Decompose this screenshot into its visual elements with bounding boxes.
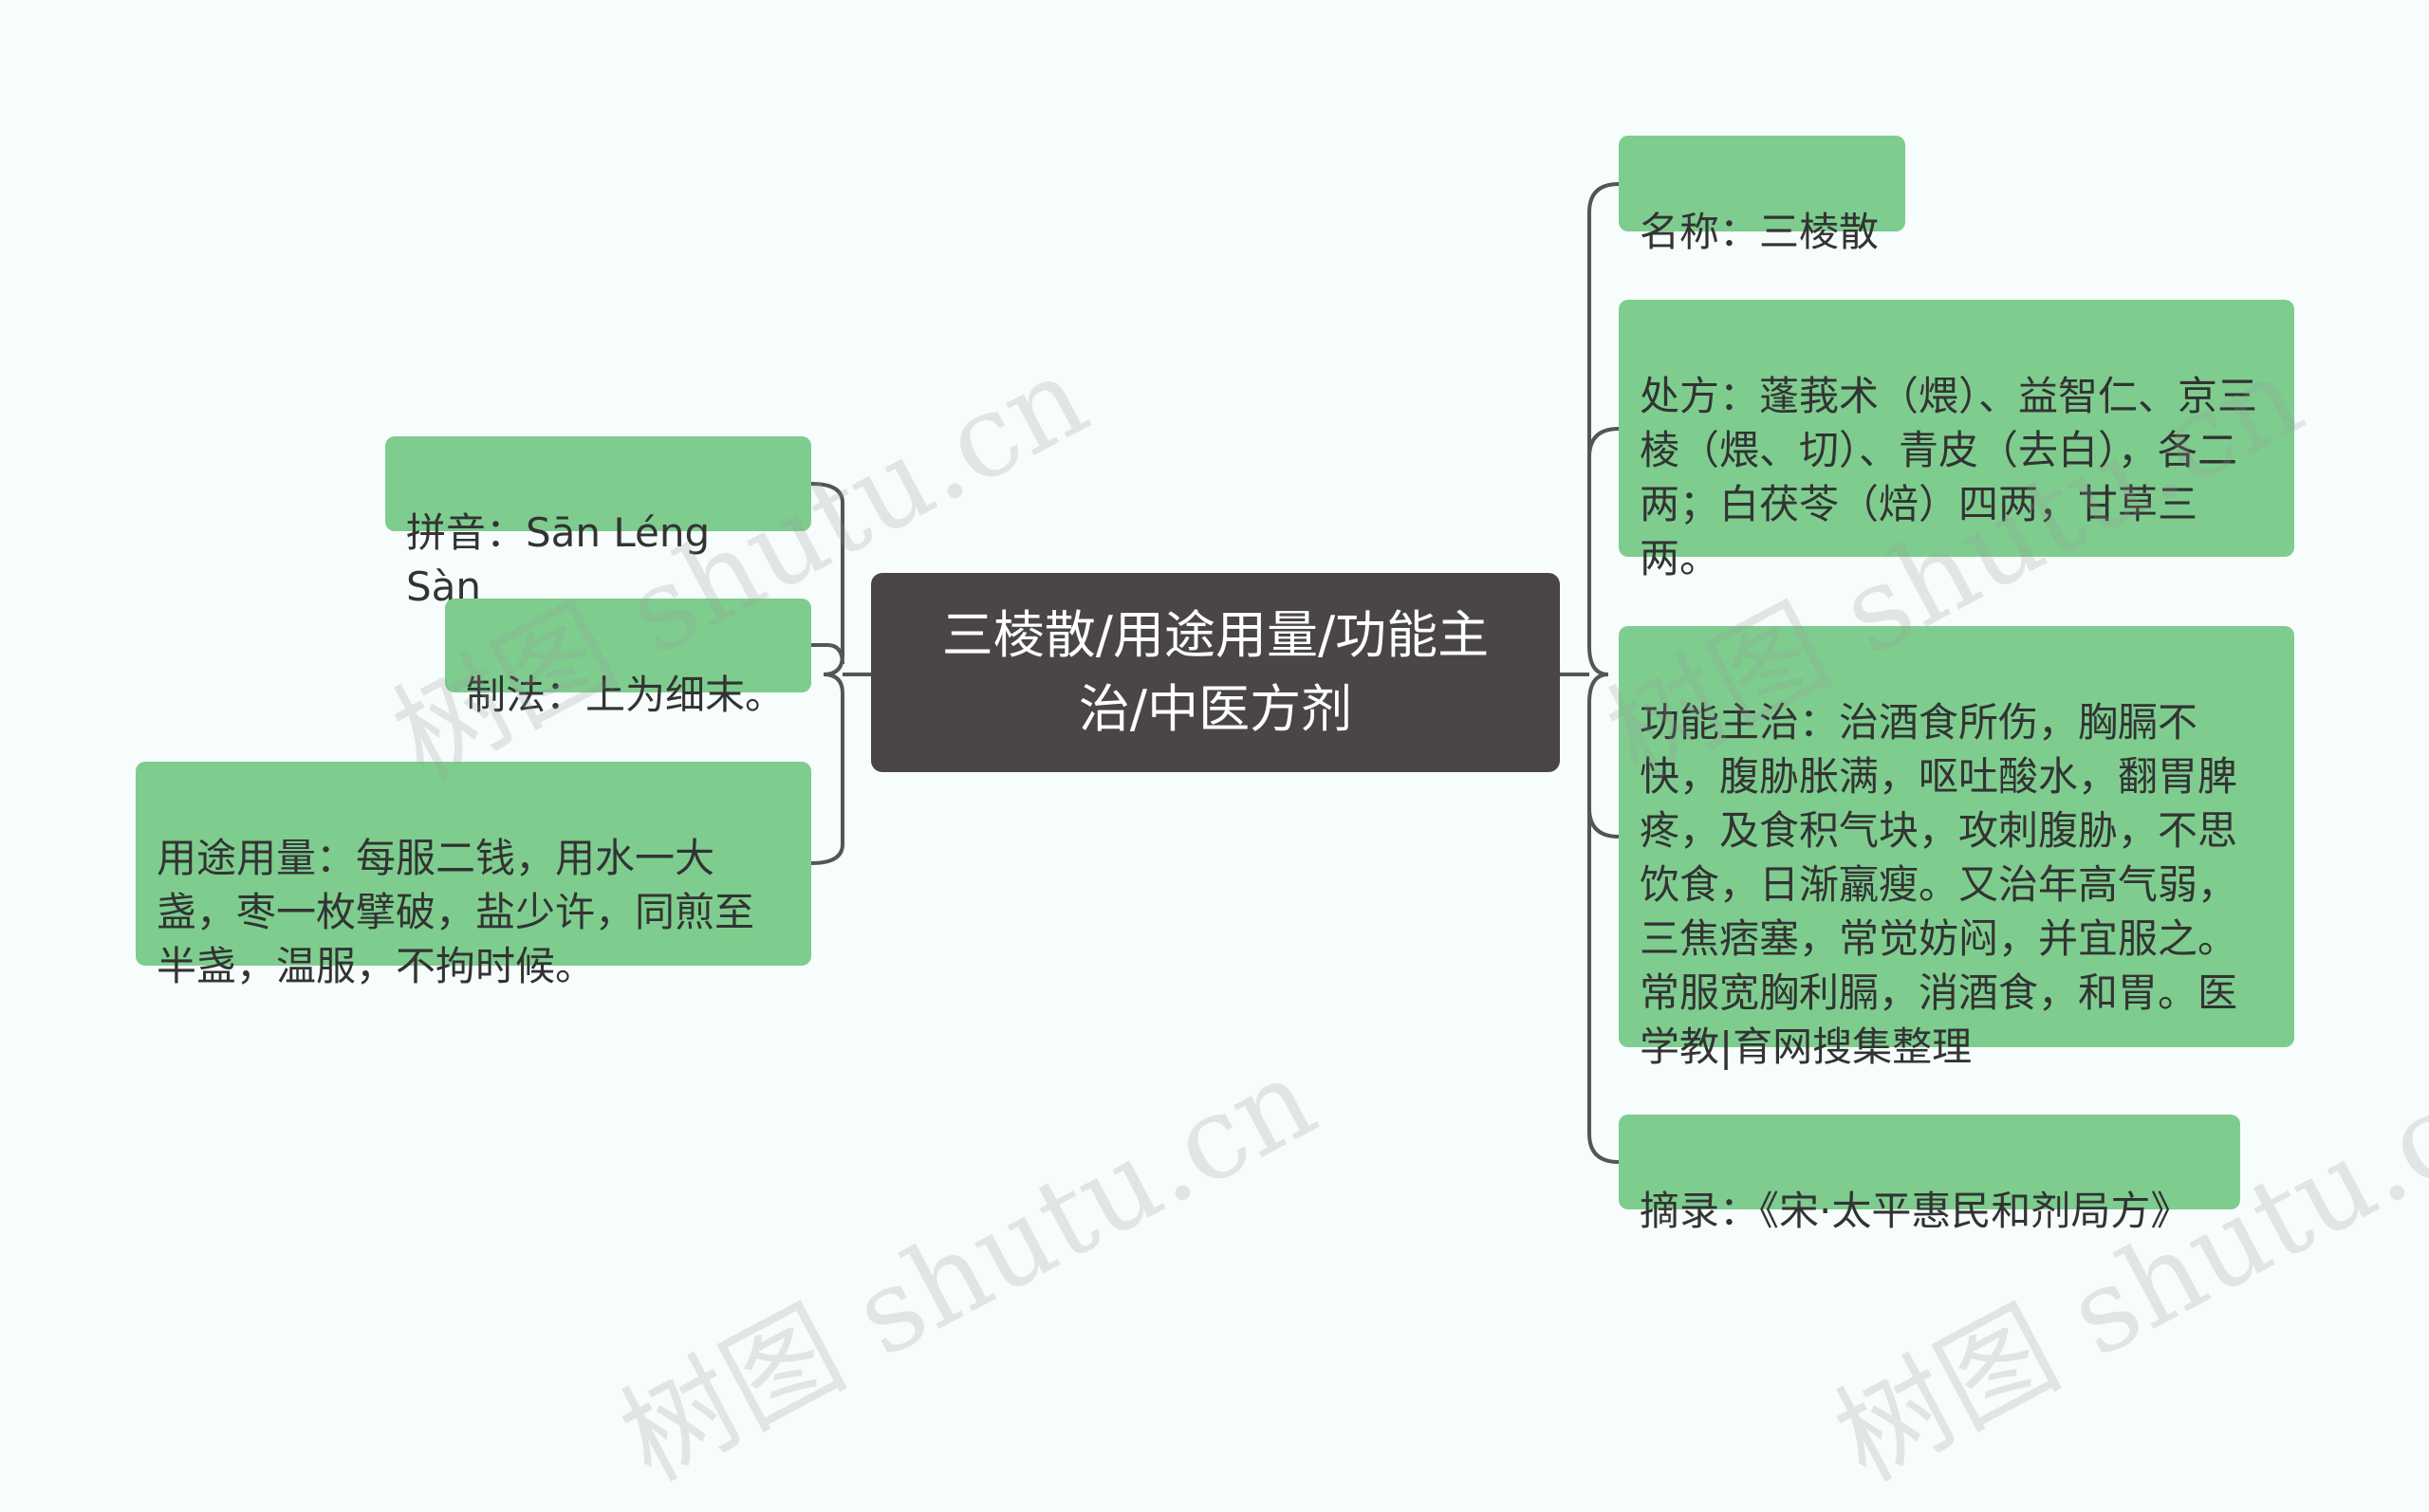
branch-usage-dosage[interactable]: 用途用量：每服二钱，用水一大盏，枣一枚擘破，盐少许，同煎至半盏，温服，不拘时候。 xyxy=(136,762,811,989)
branch-pinyin-label: 拼音：Sān Léng Sàn xyxy=(406,509,711,610)
branch-prescription-label: 处方：蓬莪术（煨）、益智仁、京三棱（煨、切）、青皮（去白），各二两；白茯苓（焙）… xyxy=(1640,373,2258,581)
central-topic[interactable]: 三棱散/用途用量/功能主治/中医方剂 xyxy=(871,573,1560,772)
branch-preparation[interactable]: 制法：上为细末。 xyxy=(445,599,811,718)
connector-left-1 xyxy=(810,482,844,676)
branch-pinyin[interactable]: 拼音：Sān Léng Sàn xyxy=(385,436,811,610)
connector-lines xyxy=(810,182,1620,1164)
mindmap-canvas: 三棱散/用途用量/功能主治/中医方剂 拼音：Sān Léng Sàn 制法：上为… xyxy=(136,136,2429,1506)
branch-indications-label: 功能主治：治酒食所伤，胸膈不快，腹胁胀满，呕吐酸水，翻胃脾疼，及食积气块，攻刺腹… xyxy=(1640,699,2238,1070)
branch-name[interactable]: 名称：三棱散 xyxy=(1619,136,1905,255)
branch-name-label: 名称：三棱散 xyxy=(1640,209,1880,255)
connector-left-3 xyxy=(810,673,844,865)
connector-right-1 xyxy=(1587,182,1620,676)
connector-right-2 xyxy=(1587,427,1620,458)
branch-source[interactable]: 摘录：《宋·太平惠民和剂局方》 xyxy=(1619,1115,2240,1234)
branch-source-label: 摘录：《宋·太平惠民和剂局方》 xyxy=(1640,1188,2191,1234)
branch-preparation-label: 制法：上为细末。 xyxy=(466,672,786,718)
connector-left-2 xyxy=(811,643,844,665)
branch-indications[interactable]: 功能主治：治酒食所伤，胸膈不快，腹胁胀满，呕吐酸水，翻胃脾疼，及食积气块，攻刺腹… xyxy=(1619,626,2294,1070)
branch-usage-dosage-label: 用途用量：每服二钱，用水一大盏，枣一枚擘破，盐少许，同煎至半盏，温服，不拘时候。 xyxy=(157,835,755,989)
connector-right-4 xyxy=(1587,673,1620,1164)
central-topic-label: 三棱散/用途用量/功能主治/中医方剂 xyxy=(941,605,1490,739)
connector-right-3 xyxy=(1587,807,1620,839)
branch-prescription[interactable]: 处方：蓬莪术（煨）、益智仁、京三棱（煨、切）、青皮（去白），各二两；白茯苓（焙）… xyxy=(1619,300,2294,581)
